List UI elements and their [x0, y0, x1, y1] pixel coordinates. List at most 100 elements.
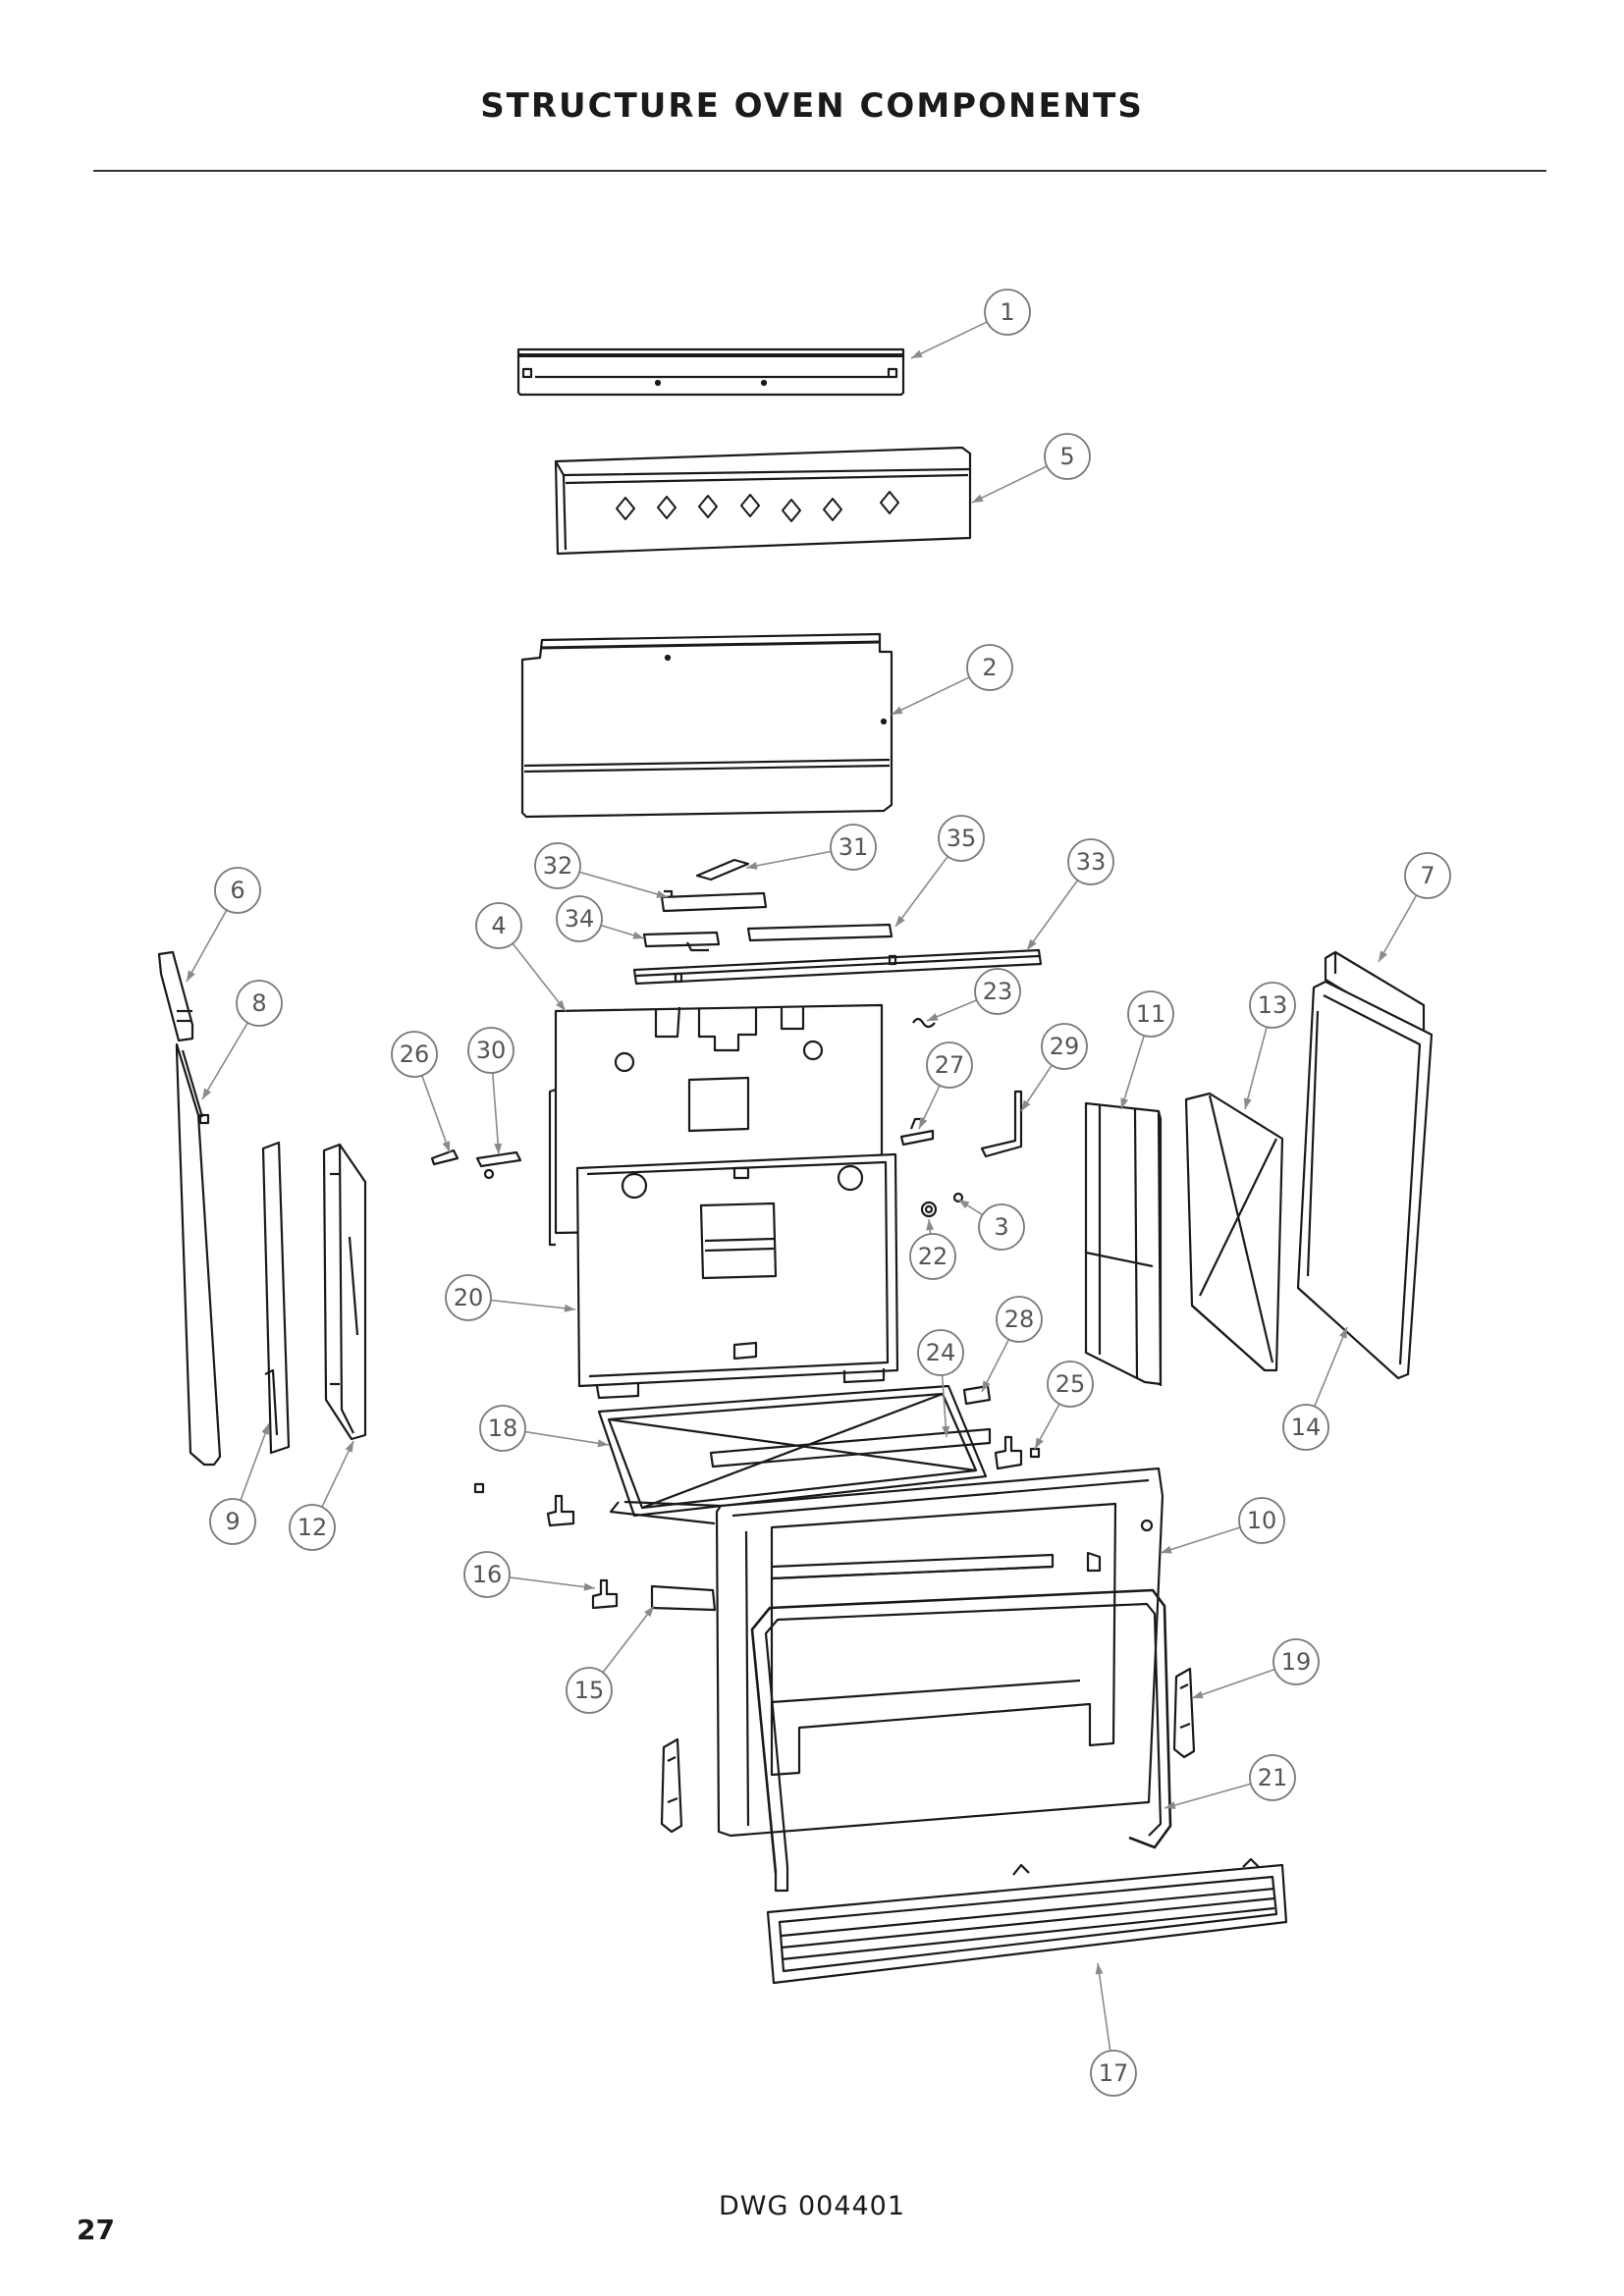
leader-arrow-11: [1120, 1097, 1129, 1109]
callout-22: 22: [909, 1233, 956, 1280]
leader-arrow-5: [972, 494, 984, 503]
leader-line-1: [910, 321, 988, 359]
leader-line-10: [1160, 1526, 1241, 1554]
leader-arrow-33: [1027, 938, 1037, 950]
callout-label-6: 6: [230, 877, 244, 904]
callout-label-8: 8: [251, 989, 266, 1017]
part-hinges: [660, 1667, 1196, 1834]
callout-circle-24: [917, 1329, 964, 1376]
callout-6: 6: [214, 867, 261, 914]
callout-circle-23: [974, 968, 1021, 1015]
callout-label-32: 32: [543, 852, 573, 880]
callout-circle-29: [1041, 1023, 1088, 1070]
leader-arrow-34: [632, 931, 644, 939]
leader-arrow-24: [942, 1425, 950, 1437]
callout-label-29: 29: [1050, 1033, 1080, 1060]
callout-circle-22: [909, 1233, 956, 1280]
callout-label-16: 16: [472, 1561, 503, 1588]
leader-arrow-3: [958, 1200, 970, 1209]
callout-label-12: 12: [298, 1514, 328, 1541]
callout-circle-26: [391, 1031, 438, 1078]
callout-circle-27: [926, 1041, 973, 1089]
leader-arrow-4: [556, 999, 566, 1011]
callout-label-27: 27: [935, 1051, 965, 1079]
callout-label-30: 30: [476, 1037, 507, 1064]
callout-label-17: 17: [1099, 2059, 1129, 2087]
callout-circle-31: [830, 824, 877, 871]
callout-2: 2: [966, 644, 1013, 691]
callout-circle-20: [445, 1274, 492, 1321]
callout-35: 35: [938, 815, 985, 862]
leader-line-8: [201, 1022, 248, 1100]
callout-17: 17: [1090, 2050, 1137, 2097]
callout-circle-25: [1047, 1361, 1094, 1408]
leader-arrow-27: [919, 1117, 928, 1129]
callout-circle-9: [209, 1498, 256, 1545]
callout-23: 23: [974, 968, 1021, 1015]
leader-arrow-30: [494, 1143, 503, 1154]
leader-arrow-8: [202, 1088, 212, 1099]
callout-circle-5: [1044, 433, 1091, 480]
callout-circle-11: [1127, 990, 1174, 1038]
leader-arrow-18: [597, 1439, 609, 1448]
callout-8: 8: [236, 980, 283, 1027]
callout-label-10: 10: [1247, 1507, 1277, 1534]
part-control-panel: [554, 446, 972, 556]
leader-line-13: [1244, 1027, 1268, 1110]
leader-arrow-12: [345, 1441, 353, 1453]
leader-arrow-13: [1243, 1097, 1252, 1109]
callout-15: 15: [566, 1667, 613, 1714]
part-oven-floor: [597, 1384, 992, 1518]
leader-arrow-9: [261, 1423, 269, 1435]
callout-34: 34: [556, 895, 603, 942]
callout-circle-4: [475, 902, 522, 949]
callout-16: 16: [463, 1551, 511, 1598]
part-insulation-right: [1184, 1092, 1284, 1372]
callout-label-4: 4: [491, 912, 506, 939]
title-divider: [93, 170, 1546, 172]
callout-circle-33: [1067, 838, 1114, 885]
callout-label-33: 33: [1076, 848, 1107, 876]
leader-arrow-23: [927, 1013, 939, 1021]
callout-circle-10: [1238, 1497, 1285, 1544]
callout-label-11: 11: [1136, 1000, 1166, 1028]
callout-18: 18: [479, 1405, 526, 1452]
callout-label-1: 1: [1000, 298, 1014, 326]
callout-label-26: 26: [400, 1041, 430, 1068]
leader-arrow-15: [644, 1606, 654, 1618]
leader-arrow-7: [1379, 950, 1387, 962]
page-number: 27: [77, 2214, 115, 2246]
leader-arrow-19: [1192, 1690, 1204, 1699]
leader-line-15: [602, 1605, 655, 1674]
callout-label-9: 9: [225, 1508, 240, 1535]
callout-5: 5: [1044, 433, 1091, 480]
callout-21: 21: [1249, 1754, 1296, 1801]
callout-label-7: 7: [1420, 862, 1435, 889]
callout-circle-8: [236, 980, 283, 1027]
leader-arrow-35: [895, 915, 905, 927]
callout-25: 25: [1047, 1361, 1094, 1408]
callout-circle-30: [467, 1027, 514, 1074]
part-side-trim-left: [157, 950, 194, 1042]
callout-label-31: 31: [839, 833, 869, 861]
part-door-handle-rail: [750, 1588, 1172, 1893]
callout-32: 32: [534, 842, 581, 889]
callout-circle-17: [1090, 2050, 1137, 2097]
callout-label-23: 23: [983, 978, 1013, 1005]
leader-line-19: [1191, 1668, 1275, 1699]
leader-arrow-10: [1161, 1545, 1172, 1554]
leader-arrow-16: [583, 1582, 595, 1591]
callout-31: 31: [830, 824, 877, 871]
callout-29: 29: [1041, 1023, 1088, 1070]
callout-19: 19: [1272, 1638, 1320, 1685]
callout-label-21: 21: [1258, 1764, 1288, 1791]
callout-circle-1: [984, 289, 1031, 336]
callout-label-34: 34: [565, 905, 595, 933]
part-top-trim: [516, 347, 905, 397]
part-side-panel-left: [175, 1042, 222, 1467]
leader-line-9: [240, 1422, 270, 1501]
callout-label-35: 35: [947, 825, 977, 852]
callout-14: 14: [1282, 1404, 1329, 1451]
leader-line-12: [321, 1440, 354, 1508]
